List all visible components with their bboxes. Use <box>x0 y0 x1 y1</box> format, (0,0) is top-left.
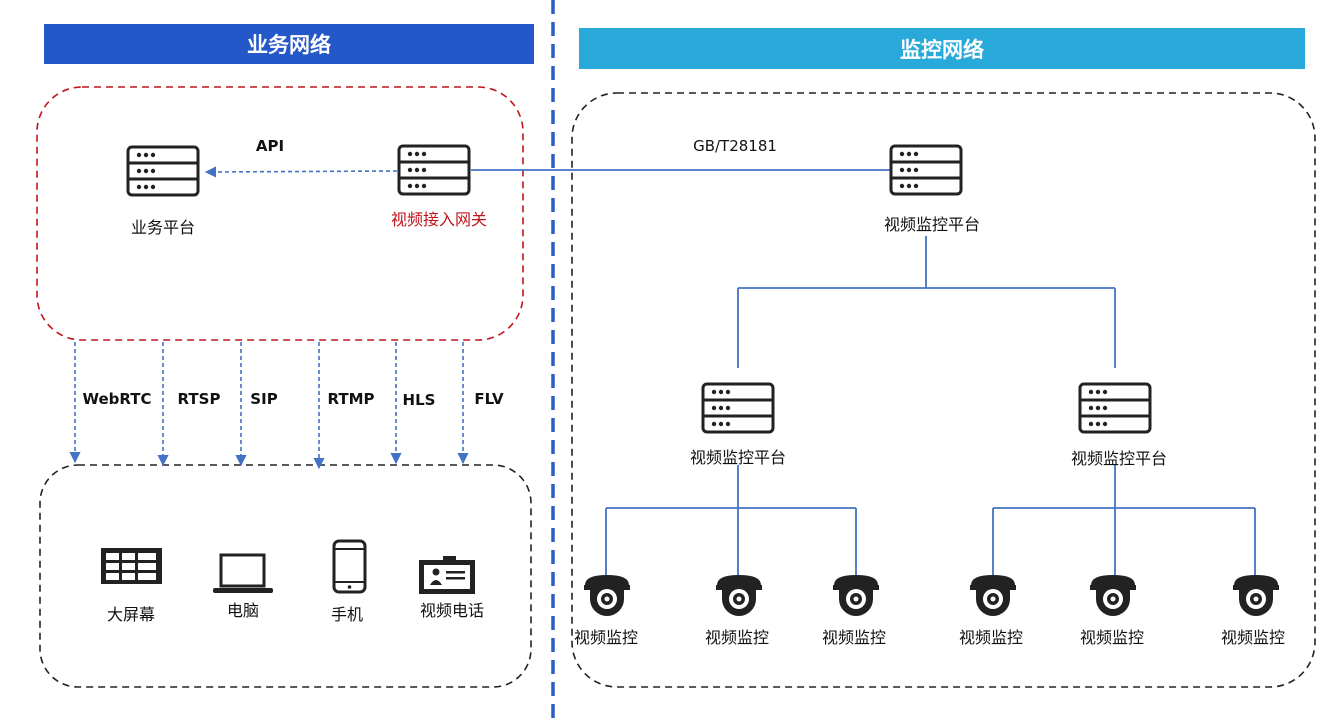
camera-icon <box>584 575 630 616</box>
protocol-arrows <box>69 342 469 470</box>
terminal-zone <box>39 464 532 688</box>
gateway-label: 视频接入网关 <box>390 210 488 229</box>
protocol-label: RTMP <box>327 390 375 408</box>
top-platform-label: 视频监控平台 <box>883 215 981 234</box>
top-platform-server-icon <box>889 144 963 196</box>
videophone-icon <box>419 556 475 594</box>
right-platform-label: 视频监控平台 <box>1070 449 1168 468</box>
gbt28181-label: GB/T28181 <box>693 137 777 155</box>
laptop-icon <box>213 553 273 593</box>
business-platform-label: 业务平台 <box>130 218 196 237</box>
big-screen-label: 大屏幕 <box>106 605 156 624</box>
videophone-label: 视频电话 <box>419 601 485 620</box>
protocol-label: SIP <box>250 390 278 408</box>
left-platform-label: 视频监控平台 <box>689 448 787 467</box>
camera-icon <box>970 575 1016 616</box>
big-screen-icon <box>101 548 162 584</box>
camera-icon <box>1090 575 1136 616</box>
left-platform-server-icon <box>701 382 775 434</box>
business-zone <box>36 86 524 341</box>
phone-icon <box>332 539 367 594</box>
monitoring-tree-links <box>605 236 1256 575</box>
gateway-server-icon <box>397 144 471 196</box>
right-platform-server-icon <box>1078 382 1152 434</box>
camera-icon <box>716 575 762 616</box>
camera-label: 视频监控 <box>573 628 639 647</box>
camera-icon <box>1233 575 1279 616</box>
business-network-header: 业务网络 <box>44 24 534 64</box>
camera-label: 视频监控 <box>704 628 770 647</box>
camera-label: 视频监控 <box>1220 628 1286 647</box>
protocol-label: WebRTC <box>82 390 152 408</box>
api-label: API <box>255 137 285 155</box>
monitoring-zone <box>571 92 1316 688</box>
phone-label: 手机 <box>330 605 364 624</box>
camera-icon <box>833 575 879 616</box>
camera-label: 视频监控 <box>958 628 1024 647</box>
protocol-label: FLV <box>474 390 504 408</box>
protocol-label: HLS <box>402 391 436 409</box>
camera-label: 视频监控 <box>821 628 887 647</box>
business-platform-server-icon <box>126 145 200 197</box>
protocol-label: RTSP <box>177 390 221 408</box>
camera-label: 视频监控 <box>1079 628 1145 647</box>
monitoring-network-header: 监控网络 <box>579 28 1305 69</box>
computer-label: 电脑 <box>226 601 260 620</box>
api-arrow <box>204 166 398 178</box>
